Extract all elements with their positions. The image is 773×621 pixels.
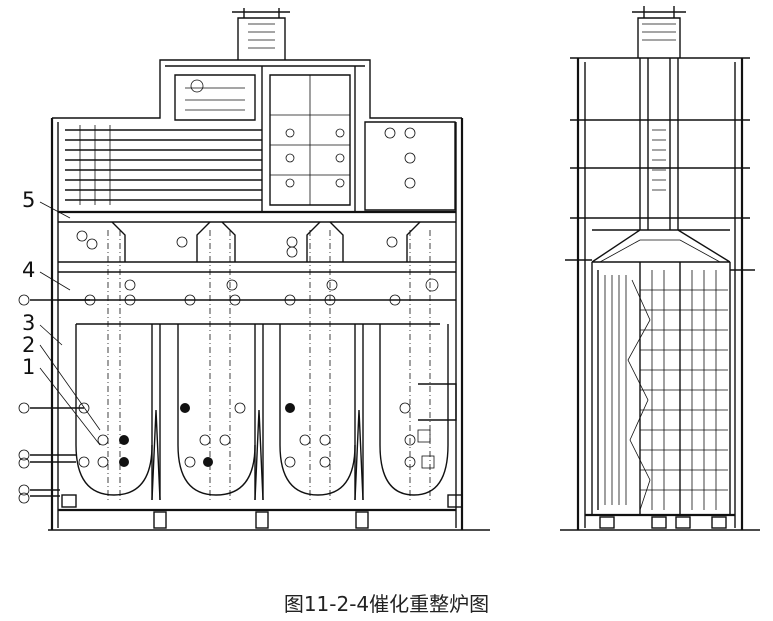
side-elevation [560,6,760,531]
callout-5: 5 [22,188,35,212]
figure-caption: 图11-2-4催化重整炉图 [283,592,490,616]
radiant-tubes [75,230,449,501]
convection-tubes [65,125,262,205]
front-elevation [18,8,490,531]
side-tube-grid [604,270,728,510]
callout-1: 1 [22,355,35,379]
callout-2: 2 [22,333,35,357]
callout-4: 4 [22,258,35,282]
furnace-drawing: 5 4 3 2 1 [18,6,760,531]
callout-3: 3 [22,311,35,335]
